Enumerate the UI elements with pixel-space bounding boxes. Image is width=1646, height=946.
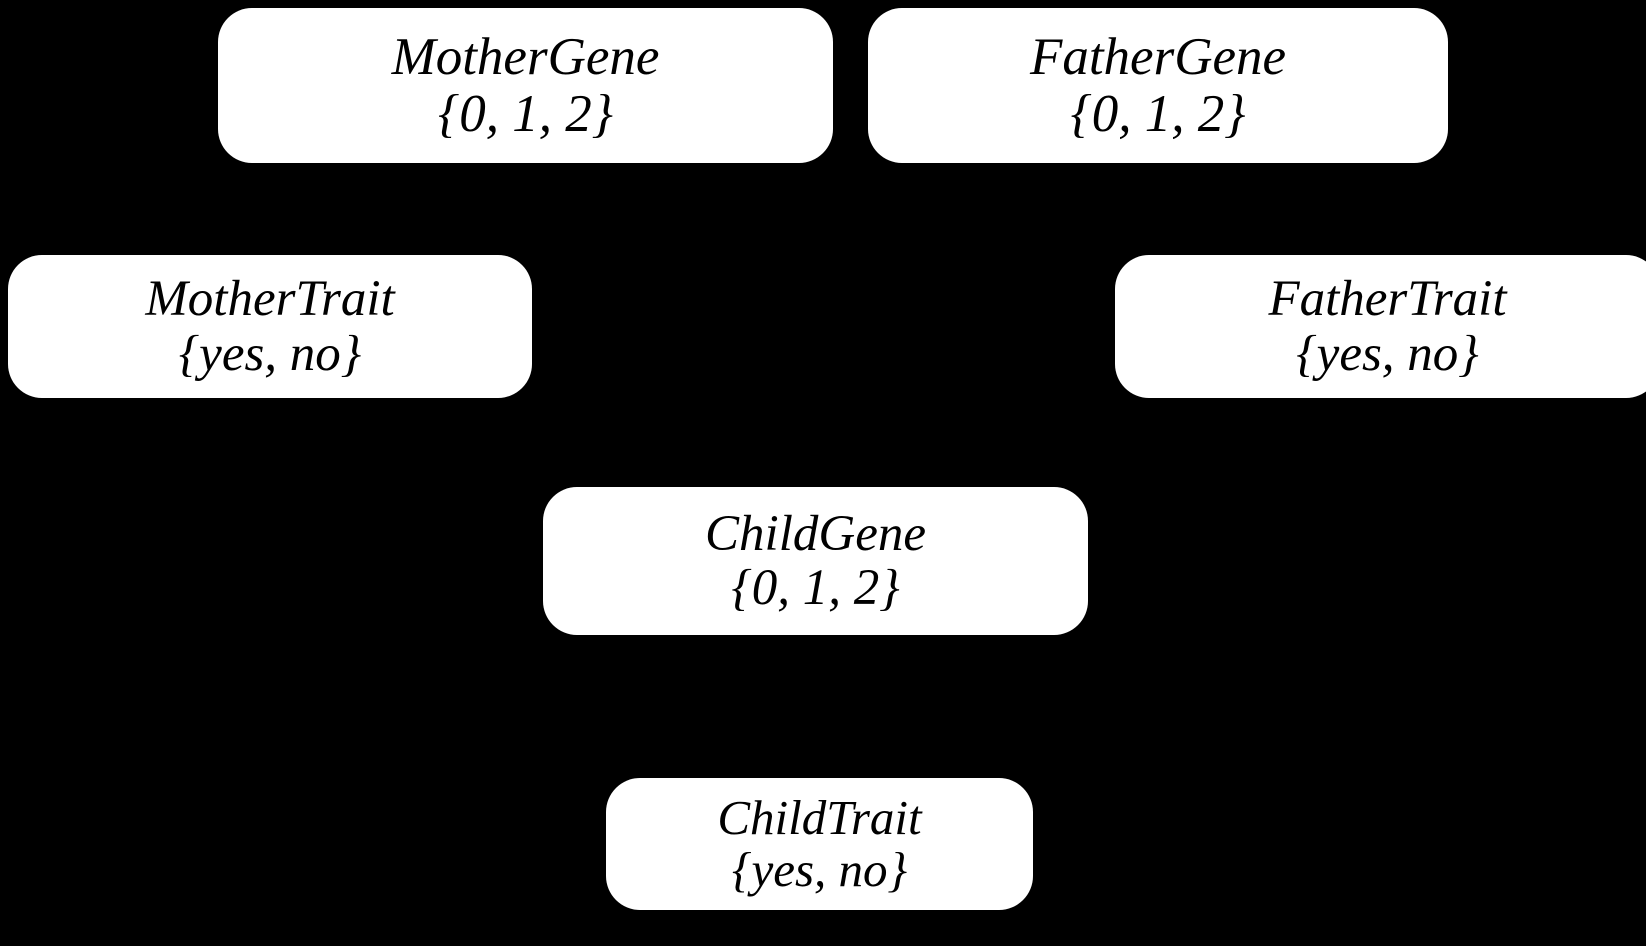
node-child-gene-label: ChildGene — [705, 505, 926, 562]
node-father-gene-label: FatherGene — [1029, 28, 1287, 87]
node-child-gene[interactable]: ChildGene {0, 1, 2} — [543, 487, 1088, 635]
node-father-trait[interactable]: FatherTrait {yes, no} — [1115, 255, 1646, 398]
node-mother-trait[interactable]: MotherTrait {yes, no} — [8, 255, 532, 398]
node-father-trait-domain: {yes, no} — [1296, 325, 1479, 382]
node-child-trait[interactable]: ChildTrait {yes, no} — [606, 778, 1033, 910]
node-mother-trait-domain: {yes, no} — [178, 325, 362, 382]
node-father-gene[interactable]: FatherGene {0, 1, 2} — [868, 8, 1448, 163]
node-child-trait-domain: {yes, no} — [731, 842, 908, 897]
node-father-trait-label: FatherTrait — [1268, 271, 1507, 328]
node-child-trait-label: ChildTrait — [717, 790, 922, 846]
node-mother-gene-domain: {0, 1, 2} — [438, 84, 613, 143]
node-mother-gene[interactable]: MotherGene {0, 1, 2} — [218, 8, 833, 163]
node-mother-gene-label: MotherGene — [391, 28, 660, 87]
node-mother-trait-label: MotherTrait — [145, 271, 395, 328]
node-father-gene-domain: {0, 1, 2} — [1070, 84, 1246, 143]
node-child-gene-domain: {0, 1, 2} — [731, 560, 900, 616]
